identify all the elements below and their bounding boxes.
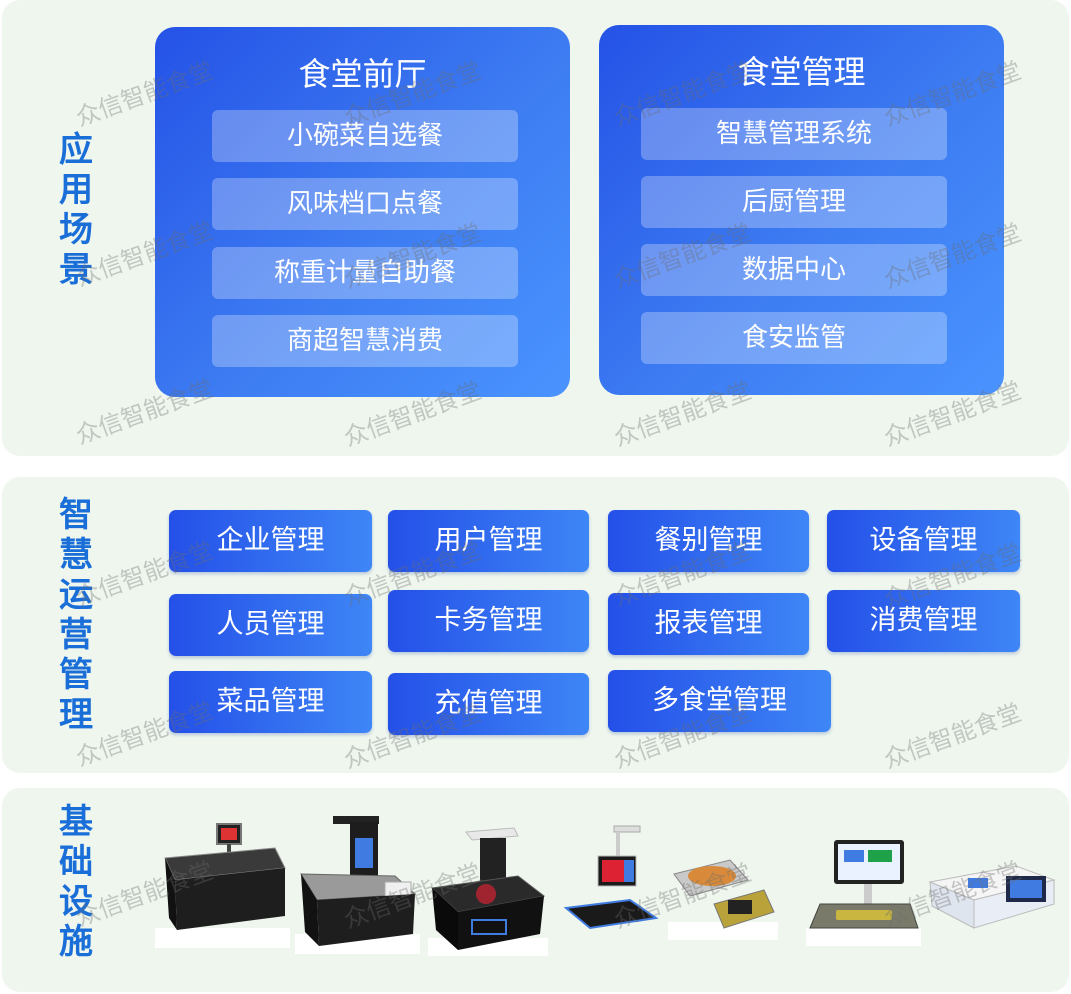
label-char: 智: [59, 495, 93, 535]
front-hall-item[interactable]: 商超智慧消费: [212, 315, 518, 367]
label-char: 慧: [59, 535, 93, 575]
label-char: 设: [59, 882, 93, 922]
module-dish[interactable]: 菜品管理: [169, 671, 372, 733]
label-char: 施: [59, 922, 93, 962]
payment-terminal-device-image: [806, 840, 921, 946]
desktop-terminal-device-image: [928, 865, 1056, 929]
label-char: 景: [59, 250, 93, 290]
canteen-mgmt-title: 食堂管理: [737, 53, 866, 91]
front-hall-item[interactable]: 小碗菜自选餐: [212, 110, 518, 162]
front-hall-item[interactable]: 称重计量自助餐: [212, 247, 518, 299]
application-label: 应 用 场 景: [52, 130, 100, 290]
operations-label: 智 慧 运 营 管 理: [52, 495, 100, 735]
module-device[interactable]: 设备管理: [827, 510, 1020, 572]
module-staff[interactable]: 人员管理: [169, 594, 372, 656]
module-user[interactable]: 用户管理: [388, 510, 589, 572]
front-hall-item[interactable]: 风味档口点餐: [212, 178, 518, 230]
module-meal-type[interactable]: 餐别管理: [608, 510, 809, 572]
canteen-mgmt-item[interactable]: 数据中心: [641, 244, 947, 296]
label-char: 应: [59, 130, 93, 170]
label-char: 础: [59, 842, 93, 882]
front-hall-card: 食堂前厅 小碗菜自选餐 风味档口点餐 称重计量自助餐 商超智慧消费: [155, 27, 570, 397]
smart-table-device-image: [428, 827, 548, 956]
label-char: 理: [59, 695, 93, 735]
label-char: 运: [59, 575, 93, 615]
canteen-mgmt-item[interactable]: 智慧管理系统: [641, 108, 947, 160]
front-hall-title: 食堂前厅: [298, 55, 427, 93]
kiosk-counter-device-image: [295, 816, 420, 954]
infrastructure-label: 基 础 设 施: [52, 802, 100, 962]
label-char: 场: [59, 210, 93, 250]
label-char: 管: [59, 655, 93, 695]
module-enterprise[interactable]: 企业管理: [169, 510, 372, 572]
buffet-counter-device-image: [155, 823, 290, 948]
label-char: 基: [59, 802, 93, 842]
module-recharge[interactable]: 充值管理: [388, 673, 589, 735]
module-multi-canteen[interactable]: 多食堂管理: [608, 670, 831, 732]
module-consumption[interactable]: 消费管理: [827, 590, 1020, 652]
module-card[interactable]: 卡务管理: [388, 590, 589, 652]
label-char: 营: [59, 615, 93, 655]
weighing-scale-device-image: [563, 825, 659, 930]
food-tray-device-image: [668, 859, 778, 940]
canteen-mgmt-item[interactable]: 食安监管: [641, 312, 947, 364]
canteen-mgmt-item[interactable]: 后厨管理: [641, 176, 947, 228]
canteen-mgmt-card: 食堂管理 智慧管理系统 后厨管理 数据中心 食安监管: [599, 25, 1004, 395]
module-report[interactable]: 报表管理: [608, 593, 809, 655]
label-char: 用: [59, 170, 93, 210]
